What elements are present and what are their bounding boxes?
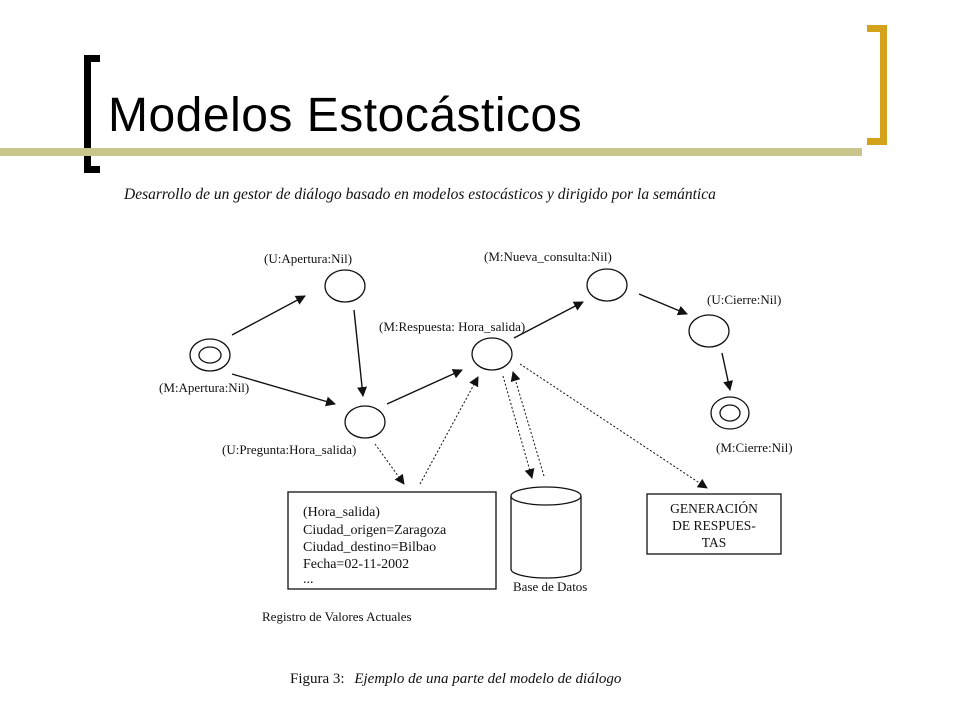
figure-caption: Figura 3: Ejemplo de una parte del model… <box>290 671 622 687</box>
transition-arrow <box>231 373 336 407</box>
state-m-respuesta-label: (M:Respuesta: Hora_salida) <box>379 319 525 334</box>
registry-caption: Registro de Valores Actuales <box>262 609 412 624</box>
transition-arrow <box>513 301 584 339</box>
transition-arrow <box>386 369 463 405</box>
dotted-arrow <box>519 363 708 489</box>
dotted-arrow <box>510 371 545 477</box>
title-bracket-right <box>867 25 887 145</box>
registry-line: ... <box>303 572 314 587</box>
state-m-cierre-node <box>710 396 750 430</box>
slide-title: Modelos Estocásticos <box>108 89 583 142</box>
registry-line: Ciudad_destino=Bilbao <box>303 540 436 555</box>
state-m-nueva-consulta-node <box>586 268 628 302</box>
state-m-nueva-consulta-label: (M:Nueva_consulta:Nil) <box>484 249 612 264</box>
dotted-arrow <box>374 443 405 485</box>
transition-arrow <box>721 352 733 391</box>
state-u-cierre-node <box>688 314 730 348</box>
generation-line: DE RESPUES- <box>672 518 756 533</box>
dotted-arrow <box>419 376 479 485</box>
generation-line: TAS <box>702 535 726 550</box>
figure-caption-prefix: Figura 3: <box>290 671 345 687</box>
state-u-apertura-label: (U:Apertura:Nil) <box>264 251 352 266</box>
registry-box <box>287 491 497 590</box>
registry-line: (Hora_salida) <box>303 505 380 520</box>
transition-arrow <box>353 309 368 397</box>
database-cylinder <box>510 486 582 579</box>
dotted-arrow <box>502 375 535 479</box>
transition-arrow <box>231 295 306 336</box>
registry-line: Ciudad_origen=Zaragoza <box>303 523 447 538</box>
figure-heading: Desarrollo de un gestor de diálogo basad… <box>123 186 716 203</box>
state-m-respuesta-node <box>471 337 513 371</box>
state-m-cierre-label: (M:Cierre:Nil) <box>716 440 793 455</box>
transition-arrow <box>638 293 688 316</box>
generation-box <box>646 493 782 555</box>
state-u-pregunta-label: (U:Pregunta:Hora_salida) <box>222 442 356 457</box>
title-underline <box>0 148 862 156</box>
state-u-cierre-label: (U:Cierre:Nil) <box>707 292 781 307</box>
title-bracket-left <box>84 55 100 173</box>
state-m-apertura-node <box>189 338 231 372</box>
database-label: Base de Datos <box>513 579 587 594</box>
figure-caption-text: Ejemplo de una parte del modelo de diálo… <box>353 671 622 687</box>
registry-line: Fecha=02-11-2002 <box>303 557 409 572</box>
state-u-apertura-node <box>324 269 366 303</box>
generation-line: GENERACIÓN <box>670 501 758 516</box>
state-u-pregunta-node <box>344 405 386 439</box>
state-m-apertura-label: (M:Apertura:Nil) <box>159 380 249 395</box>
